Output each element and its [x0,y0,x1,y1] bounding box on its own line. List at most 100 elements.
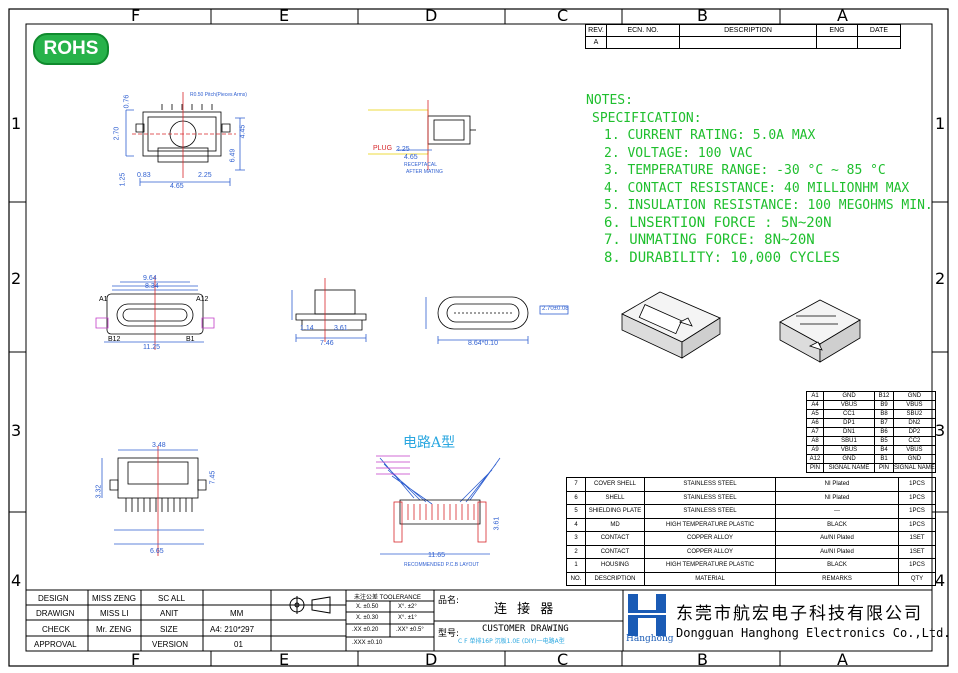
spec-item: 1. CURRENT RATING: 5.0A MAX [604,128,816,143]
bom-description: SHELL [585,490,645,505]
bom-header-description: DESCRIPTION [585,571,645,586]
after-mating-label: AFTER MATING [406,169,443,175]
signal-cell: VBUS [893,445,936,455]
pin-cell: A4 [806,400,824,410]
company-name-cn: 东莞市航宏电子科技有限公司 [676,604,923,624]
rohs-badge: ROHS [33,33,109,65]
bom-remarks: NI Plated [775,477,899,492]
dim-label: 11.25 [143,344,160,351]
product-label: 品名: [438,596,460,606]
dim-label: 3.61 [334,325,348,332]
spec-item: 7. UNMATING FORCE: 8N~20N [604,232,815,248]
signal-cell: SBU2 [893,409,936,419]
pin-cell: B4 [874,445,894,455]
tolerance-value: X°. ±1° [398,615,417,621]
signal-cell: DN2 [893,418,936,428]
bom-remarks: BLACK [775,558,899,573]
bom-header-qty: QTY [898,571,936,586]
spec-item: 5. INSULATION RESISTANCE: 100 MEGOHMS MI… [604,198,933,213]
design-label: DESIGN [38,594,69,603]
bom-remarks: BLACK [775,517,899,532]
signal-cell: GND [823,454,875,464]
zone-right-3: 3 [935,421,946,440]
pin-cell: A12 [806,454,824,464]
rev-cell: A [585,36,607,49]
tolerance-value: .XX° ±0.5° [396,627,424,633]
zone-bottom-b: B [697,650,708,669]
dim-label: 11.65 [428,552,445,559]
signal-cell: GND [893,391,936,401]
bom-no: 6 [566,490,586,505]
rev-header: REV. [585,24,607,37]
bom-material: COPPER ALLOY [644,544,776,559]
pin-cell: A5 [806,409,824,419]
pin-cell: A8 [806,436,824,446]
view-bottom [101,446,207,556]
bom-remarks: NI Plated [775,490,899,505]
zone-top-d: D [425,6,438,25]
pin-cell: B6 [874,427,894,437]
pin-header: PIN [874,463,894,473]
product-name: 连 接 器 [494,602,557,617]
spec-title: SPECIFICATION: [592,110,702,126]
logo-name: Hanghong [626,634,674,644]
dim-label: 7.45 [209,470,217,485]
pin-cell: A7 [806,427,824,437]
bom-description: MD [585,517,645,532]
notes-title: NOTES: [586,93,633,108]
dim-label: 2.25 [396,146,410,153]
iso-view-2 [779,299,861,363]
view-pcb-layout [376,455,501,555]
signal-cell: GND [823,391,875,401]
pin-cell: B7 [874,418,894,428]
bom-material: HIGH TEMPERATURE PLASTIC [644,517,776,532]
drawing-label: DRAWIGN [36,609,75,618]
unit-label: ANIT [160,609,179,618]
signal-cell: DP1 [823,418,875,428]
pin-cell: B8 [874,409,894,419]
zone-bottom-d: D [425,650,438,669]
signal-cell: VBUS [823,445,875,455]
size-value: A4: 210*297 [210,625,255,634]
zone-right-4: 4 [935,571,946,590]
bom-qty: 1PCS [898,477,936,492]
ecn-header: ECN. NO. [606,24,680,37]
bom-qty: 1PCS [898,558,936,573]
bom-header-remarks: REMARKS [775,571,899,586]
check-name: Mr. ZENG [96,625,132,634]
dim-label: 2.25 [198,172,212,179]
eng-header: ENG [816,24,858,37]
dim-label: 8.64*0.10 [468,340,498,347]
view-front [95,276,215,350]
zone-bottom-e: E [279,650,290,669]
bom-description: CONTACT [585,531,645,546]
bom-material: STAINLESS STEEL [644,490,776,505]
spec-item: 6. LNSERTION FORCE : 5N~20N [604,214,832,231]
circuit-type-label: 电路A型 [403,435,456,451]
zone-right-2: 2 [935,269,946,288]
receptacle-label: RECEPTACAL [404,162,437,168]
bom-qty: 1SET [898,544,936,559]
bom-remarks: --- [775,504,899,519]
rohs-label: ROHS [43,38,99,59]
dim-label: 6.49 [229,148,237,163]
description-header: DESCRIPTION [679,24,817,37]
dim-label: 2.70±0.08 [542,306,569,312]
zone-right-1: 1 [935,114,946,133]
ecn-cell [606,36,680,49]
bom-no: 5 [566,504,586,519]
spec-item: 4. CONTACT RESISTANCE: 40 MILLIONHM MAX [604,180,910,196]
signal-cell: DP2 [893,427,936,437]
spec-item: 3. TEMPERATURE RANGE: -30 °C ~ 85 °C [604,163,886,178]
eng-cell [816,36,858,49]
unit-value: MM [230,609,244,618]
bom-no: 3 [566,531,586,546]
bom-material: STAINLESS STEEL [644,504,776,519]
version-value: 01 [234,640,243,649]
pitch-note: R0.50 Pitch(Pieces Arms) [190,92,247,98]
bom-no: 2 [566,544,586,559]
bom-qty: 1PCS [898,490,936,505]
signal-header: SIGNAL NAME [823,463,875,473]
